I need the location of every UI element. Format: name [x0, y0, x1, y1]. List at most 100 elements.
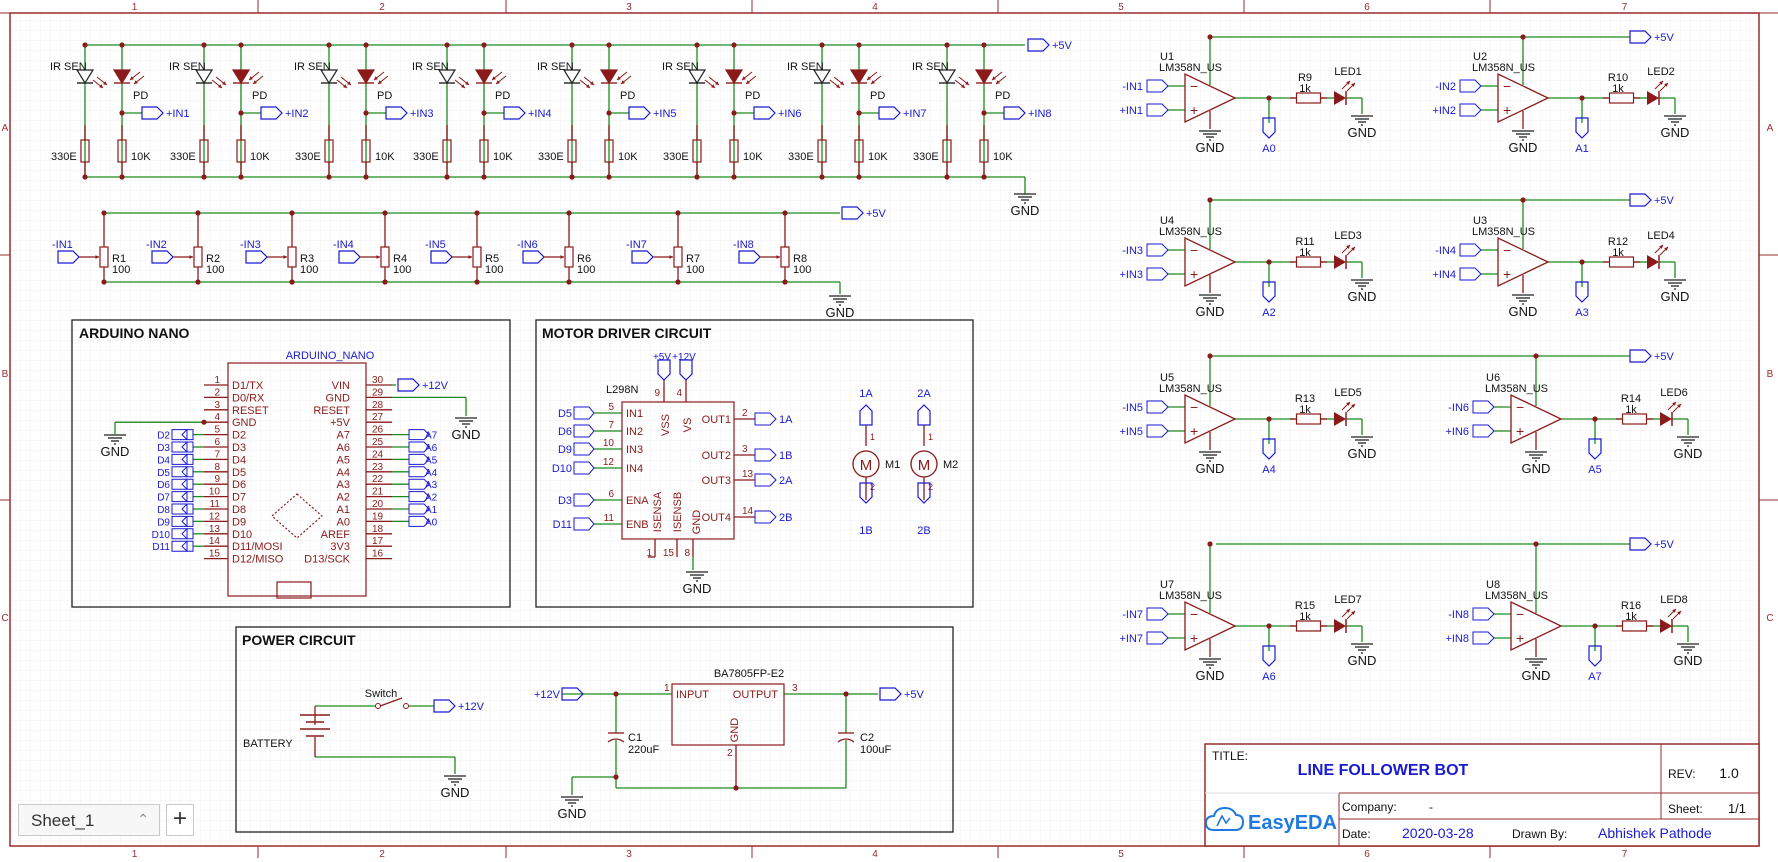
net-flag — [181, 503, 194, 515]
add-sheet-button[interactable]: + — [166, 804, 194, 836]
pin-number: 12 — [209, 511, 221, 522]
pin-number: 20 — [372, 499, 384, 510]
junction-dot — [481, 42, 487, 48]
vcc-flag — [1629, 537, 1652, 551]
analog-flag — [1262, 281, 1276, 303]
pin-number: 15 — [209, 549, 221, 560]
opamp-minus: − — [1190, 78, 1198, 94]
net-label: D11 — [152, 542, 170, 553]
junction-dot — [1520, 197, 1526, 203]
zone-row-label: B — [2, 369, 9, 380]
easyeda-logo: EasyEDA — [1248, 812, 1337, 834]
opamp-minus: − — [1190, 606, 1198, 622]
pin-number: 3 — [742, 444, 748, 455]
net-label: A1 — [1575, 143, 1588, 155]
pin-name: D5 — [232, 467, 246, 479]
vcc-flag — [1629, 193, 1652, 207]
motor-section-box — [535, 319, 974, 608]
photodiode-label: PD — [745, 90, 760, 102]
junction-dot — [843, 691, 849, 697]
resistor-value: 100 — [686, 264, 704, 276]
led-resistor — [442, 139, 452, 163]
ir-led-icon — [687, 69, 707, 85]
net-label: +12V — [458, 701, 485, 713]
sheet-value: 1/1 — [1728, 801, 1746, 816]
junction-dot — [201, 419, 207, 425]
battery-label: BATTERY — [243, 738, 293, 750]
resistor-value: 330E — [295, 151, 321, 163]
resistor-value: 1k — [1625, 611, 1637, 623]
pin-number: 17 — [372, 536, 384, 547]
section-title: POWER CIRCUIT — [242, 632, 356, 648]
junction-dot — [731, 42, 737, 48]
pin-number: 8 — [684, 548, 690, 559]
chevron-up-icon[interactable]: ⌃ — [137, 811, 149, 827]
part-name: LM358N_US — [1159, 62, 1222, 74]
sensor-output-flag — [878, 106, 901, 120]
sheet-tab[interactable]: Sheet_1 ⌃ — [18, 804, 160, 836]
led-icon — [1677, 611, 1681, 615]
resistor-ref: R4 — [393, 253, 407, 265]
company-value: - — [1429, 800, 1433, 814]
net-label: -IN4 — [333, 239, 354, 251]
pin-name: ISENSA — [652, 491, 664, 532]
photodiode-icon — [849, 69, 869, 85]
net-label: +IN5 — [653, 108, 677, 120]
opamp-plus: + — [1190, 423, 1198, 439]
arduino-section-box — [71, 319, 511, 608]
net-label: +IN3 — [410, 108, 434, 120]
photodiode-icon — [992, 76, 996, 80]
net-label: A3 — [425, 480, 438, 491]
opamp-minus: − — [1516, 399, 1524, 415]
motor-symbol: M — [918, 457, 931, 474]
part-name: LM358N_US — [1472, 226, 1535, 238]
net-label: +IN1 — [166, 108, 190, 120]
pin-number: 2 — [727, 748, 733, 759]
junction-dot — [238, 174, 244, 180]
resistor-value: 100 — [206, 264, 224, 276]
led-icon — [1647, 91, 1659, 105]
photodiode-icon — [130, 76, 134, 80]
junction-dot — [856, 174, 862, 180]
ir-led-icon — [937, 69, 957, 85]
net-flag — [181, 429, 194, 441]
net-label: -IN1 — [1122, 81, 1143, 93]
ir-sensor-label: IR SEN — [412, 61, 449, 73]
zone-column-label: 1 — [132, 849, 138, 860]
junction-dot — [444, 174, 450, 180]
potentiometer-icon — [673, 246, 683, 268]
pin-name: IN1 — [626, 408, 643, 420]
opamp-icon — [1510, 393, 1563, 445]
pin-number: 4 — [214, 412, 220, 423]
pin-number: 19 — [372, 511, 384, 522]
zone-row-label: C — [1766, 613, 1773, 624]
input-flag — [1459, 267, 1482, 281]
pin-name: IN2 — [626, 426, 643, 438]
net-label: -IN3 — [1122, 245, 1143, 257]
net-label: 2B — [779, 512, 792, 524]
junction-dot — [694, 42, 700, 48]
v5-flag — [879, 687, 902, 701]
opamp-icon — [1497, 236, 1550, 288]
potentiometer — [189, 255, 193, 259]
junction-dot — [481, 174, 487, 180]
pin-number: 12 — [603, 457, 615, 468]
resistor-ref: R2 — [206, 253, 220, 265]
pin-number: 11 — [604, 513, 615, 524]
junction-dot — [944, 42, 950, 48]
regulator-chip — [671, 683, 785, 746]
net-label: 1B — [779, 450, 792, 462]
net-label: A4 — [1262, 464, 1275, 476]
resistor — [1608, 92, 1635, 104]
net-label: D8 — [157, 505, 170, 516]
net-label: -IN5 — [1122, 402, 1143, 414]
junction-dot — [731, 174, 737, 180]
schematic-title: LINE FOLLOWER BOT — [1298, 762, 1469, 779]
net-label: +IN2 — [1432, 105, 1456, 117]
resistor-ref: R11 — [1295, 236, 1314, 248]
ir-led-icon — [812, 69, 832, 85]
junction-dot — [606, 110, 612, 116]
opamp-plus: + — [1190, 102, 1198, 118]
net-label: +12V — [422, 380, 449, 392]
